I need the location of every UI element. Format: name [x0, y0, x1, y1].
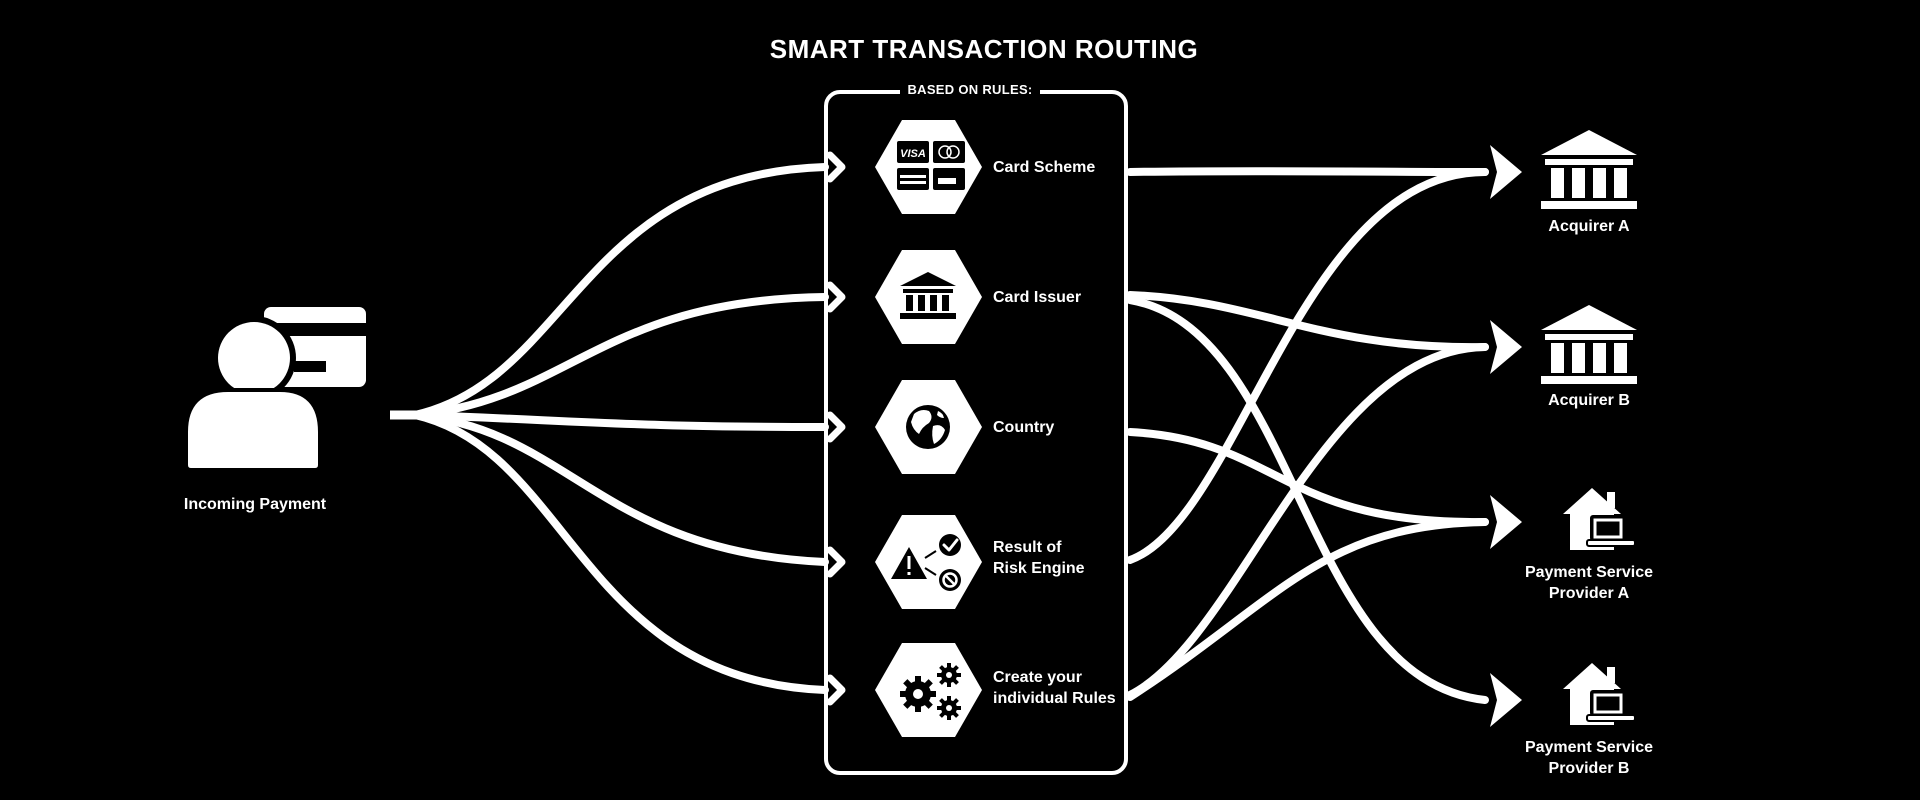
- gears-icon: [900, 663, 961, 720]
- flow-to-risk-engine: [411, 411, 829, 566]
- house-laptop-icon-psp-a: [1563, 488, 1636, 550]
- arrowhead-custom-rules: [826, 674, 846, 706]
- fan-out-arrowheads: [826, 151, 846, 706]
- warning-check-block-icon: [891, 534, 961, 591]
- user-with-card-icon: [184, 307, 366, 472]
- hexagon-card-issuer: [875, 250, 982, 344]
- flow-to-card-scheme: [411, 163, 829, 419]
- routing-flows: [1126, 167, 1489, 704]
- flow-country-to-psp-a: [1126, 428, 1489, 527]
- destination-label-acquirer-b: Acquirer B: [1548, 392, 1630, 409]
- hexagon-card-scheme: [875, 120, 982, 214]
- flow-custom-to-acquirer-b: [1126, 343, 1489, 699]
- arrowhead-card-scheme: [826, 151, 846, 183]
- hexagon-risk-engine: [875, 515, 982, 609]
- flow-to-country: [411, 411, 829, 431]
- source-label: Incoming Payment: [183, 496, 327, 513]
- globe-icon: [906, 405, 950, 449]
- rule-label-card-issuer: Card Issuer: [993, 289, 1082, 306]
- card-logos-icon: VISA: [897, 141, 965, 190]
- destination-label-psp-a: Payment Service Provider A: [1524, 564, 1654, 602]
- arrowhead-card-issuer: [826, 281, 846, 313]
- destination-arrowheads: [1490, 145, 1522, 727]
- rule-label-risk-engine: Result of Risk Engine: [993, 539, 1085, 577]
- flow-scheme-to-acquirer-a: [1126, 167, 1489, 176]
- flow-issuer-to-psp-b: [1126, 296, 1489, 704]
- flow-to-custom-rules: [411, 411, 829, 694]
- arrowhead-acquirer-a: [1490, 145, 1522, 199]
- diagram-subtitle: BASED ON RULES:: [900, 82, 1040, 97]
- bank-icon-acquirer-a: [1541, 130, 1637, 209]
- flow-risk-to-acquirer-a: [1126, 168, 1489, 564]
- rule-label-custom-rules: Create your individual Rules: [993, 669, 1116, 707]
- arrowhead-psp-b: [1490, 673, 1522, 727]
- fan-out-flows: [411, 163, 829, 694]
- visa-logo-text: VISA: [900, 148, 926, 160]
- rule-label-country: Country: [993, 419, 1055, 436]
- bank-icon: [900, 272, 956, 319]
- arrowhead-acquirer-b: [1490, 320, 1522, 374]
- flow-custom-to-psp-a: [1126, 518, 1489, 701]
- bank-icon-acquirer-b: [1541, 305, 1637, 384]
- arrowhead-psp-a: [1490, 495, 1522, 549]
- flow-to-card-issuer: [411, 293, 829, 419]
- house-laptop-icon-psp-b: [1563, 663, 1636, 725]
- destination-label-acquirer-a: Acquirer A: [1548, 218, 1630, 235]
- arrowhead-country: [826, 411, 846, 443]
- diagram-title: SMART TRANSACTION ROUTING: [769, 34, 1199, 64]
- rule-label-card-scheme: Card Scheme: [993, 159, 1096, 176]
- destination-label-psp-b: Payment Service Provider B: [1524, 739, 1654, 777]
- arrowhead-risk-engine: [826, 546, 846, 578]
